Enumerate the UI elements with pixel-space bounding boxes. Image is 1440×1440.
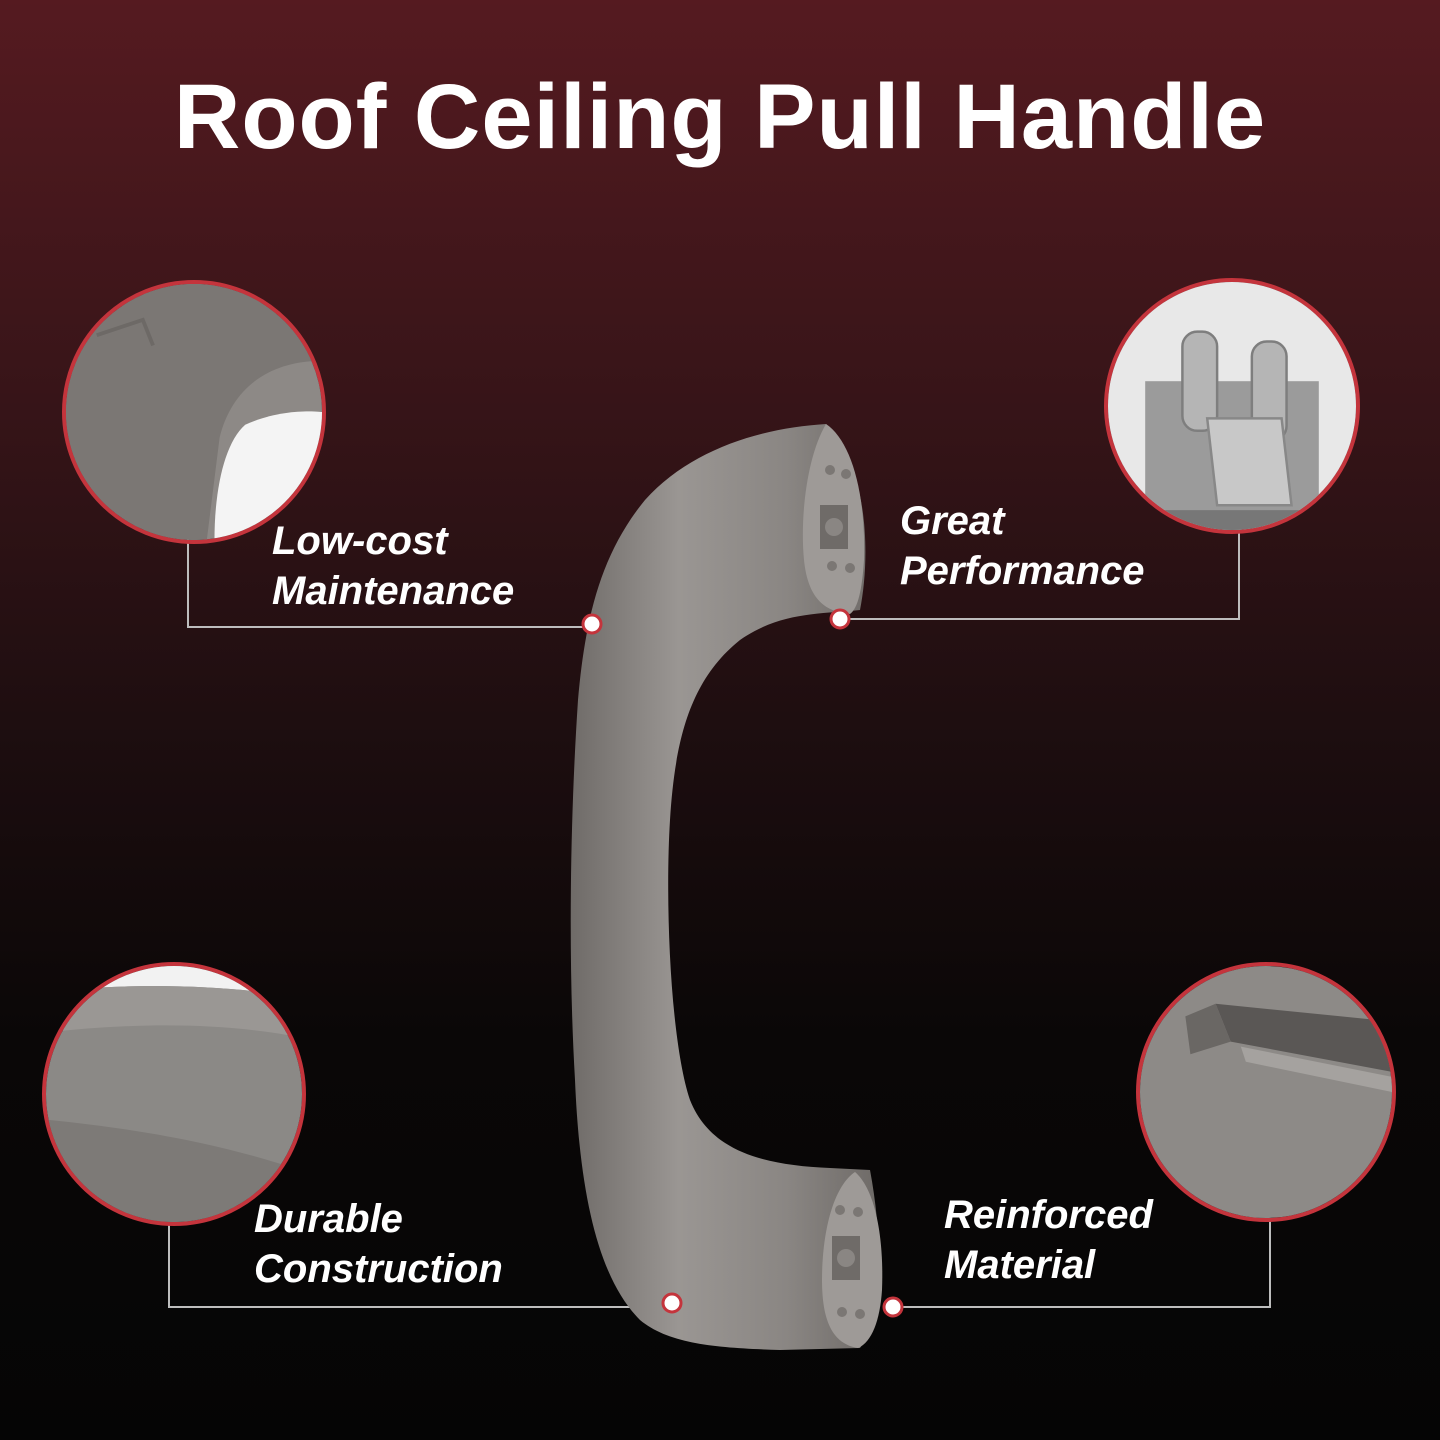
clip-detail-image [1108,282,1356,530]
feature-label-line: Maintenance [272,569,515,613]
pull-handle-image [570,424,883,1350]
detail-circle-material [1136,962,1396,1222]
feature-label-line: Performance [900,549,1145,593]
feature-label-line: Material [944,1243,1096,1287]
feature-label-line: Great [900,499,1005,543]
feature-label-construction: Durable Construction [254,1194,503,1294]
feature-label-line: Reinforced [944,1193,1153,1237]
feature-label-maintenance: Low-cost Maintenance [272,516,514,616]
page-title: Roof Ceiling Pull Handle [173,66,1267,168]
feature-label-line: Low-cost [272,519,448,563]
feature-label-line: Durable [254,1197,403,1241]
corner-detail-image [66,284,322,540]
surface-detail-image [46,966,302,1222]
detail-circle-maintenance [62,280,326,544]
detail-circle-performance [1104,278,1360,534]
detail-circle-construction [42,962,306,1226]
feature-label-line: Construction [254,1247,503,1291]
feature-label-material: Reinforced Material [944,1190,1153,1290]
texture-detail-image [1140,966,1392,1218]
feature-label-performance: Great Performance [900,496,1145,596]
